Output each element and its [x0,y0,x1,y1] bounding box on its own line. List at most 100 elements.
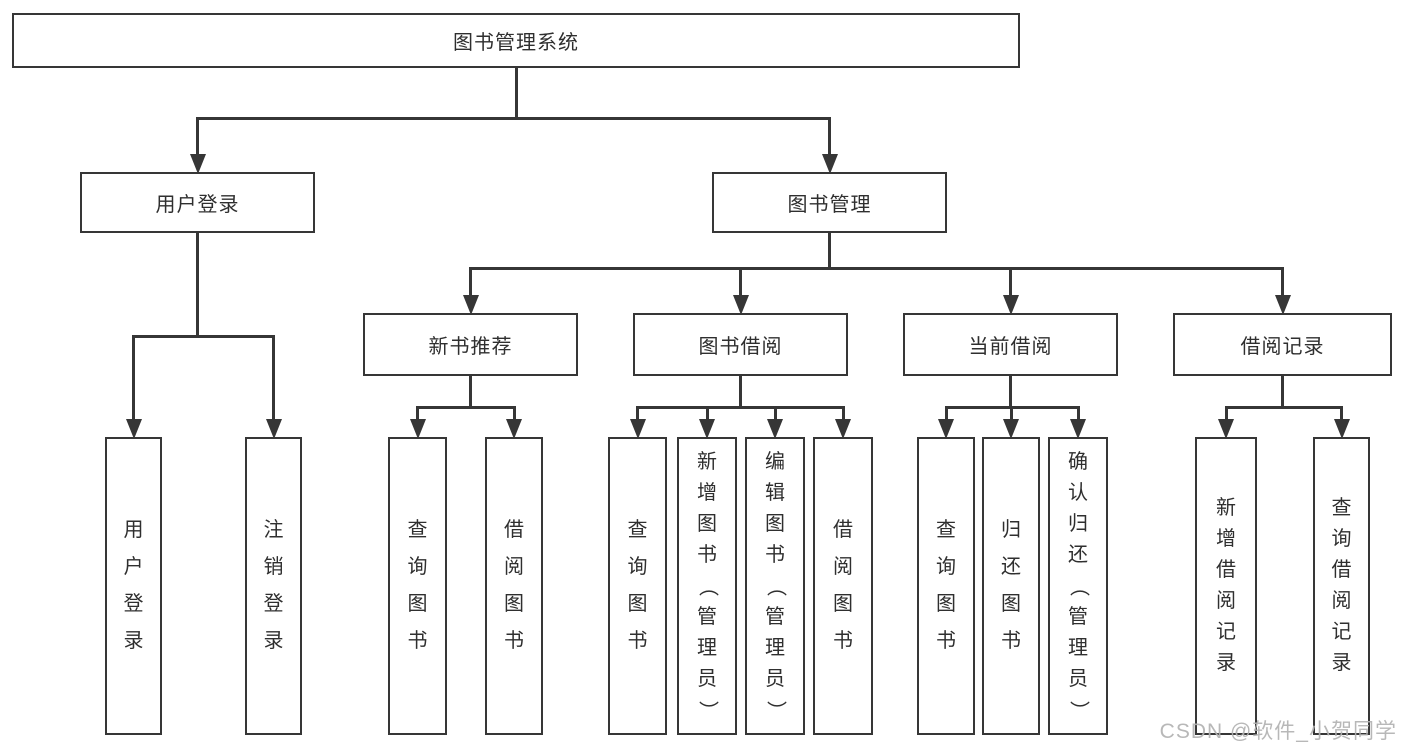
node-label-char: 归 [1001,519,1021,541]
node-label-char: 借 [1331,559,1352,581]
edge-drop [272,336,275,421]
node-v_bb_edit: 编辑图书（管理员） [745,437,805,735]
node-label-char: 认 [1068,481,1088,504]
edge-drop [196,118,199,156]
edge-drop [512,407,516,421]
node-label-char: 归 [1068,512,1088,535]
node-label-char: 记 [1331,621,1352,643]
node-v_logout: 注销登录 [245,437,302,735]
arrow-down-icon [506,419,522,439]
node-v_cb_query: 查询图书 [917,437,975,735]
node-label-char: 理 [765,636,785,659]
edge-bar [196,116,831,120]
edge-stem [514,68,518,118]
node-label-char: 员 [765,667,785,690]
node-label-char: 销 [263,556,284,578]
arrow-down-icon [629,419,646,439]
node-label-char: 新 [1216,497,1236,519]
edge-bar [416,405,516,409]
arrow-down-icon [1002,295,1019,315]
edge-stem [1009,376,1012,407]
edge-drop [773,407,777,421]
node-borrow: 图书借阅 [633,313,848,376]
node-label-char: 员 [697,667,717,690]
node-label-char: 增 [697,481,717,504]
edge-drop [1009,268,1012,297]
node-label-char: 图 [833,593,853,615]
node-label-char: 新 [697,450,717,473]
node-label-char: （ [1067,576,1090,596]
node-label-char: 管 [697,605,717,628]
node-label-char: 阅 [833,556,853,578]
node-v_bb_query: 查询图书 [608,437,667,735]
node-label-char: ） [764,700,787,720]
node-label-char: 还 [1001,556,1021,578]
node-label-char: 借 [833,519,853,541]
edge-drop [841,407,845,421]
edge-bar [636,405,845,409]
edge-drop [1076,407,1080,421]
arrow-down-icon [767,419,783,439]
node-label-char: 图 [627,593,648,615]
arrow-down-icon [835,419,851,439]
arrow-down-icon [1003,419,1019,439]
node-records: 借阅记录 [1173,313,1392,376]
node-label-char: ） [696,700,719,720]
node-label-char: 书 [627,630,648,652]
edge-bar [132,334,275,338]
node-label-char: 理 [697,636,717,659]
node-label-char: 查 [407,519,428,541]
arrow-down-icon [821,154,838,174]
node-label-char: 户 [123,556,144,578]
node-label-char: 阅 [504,556,524,578]
arrow-down-icon [699,419,715,439]
node-user_login: 用户登录 [80,172,315,233]
node-label-char: 员 [1068,667,1088,690]
node-label-char: 图 [1001,593,1021,615]
node-label-char: 录 [1331,652,1352,674]
node-label-char: 增 [1216,528,1236,550]
node-label-char: 注 [263,519,284,541]
arrow-down-icon [462,295,479,315]
arrow-down-icon [732,295,749,315]
node-label-char: 书 [833,630,853,652]
node-label-char: 查 [936,519,956,541]
edge-drop [1009,407,1013,421]
arrow-down-icon [409,419,426,439]
node-label-char: 图 [504,593,524,615]
edge-drop [1281,268,1284,297]
node-label-char: 理 [1068,636,1088,659]
node-label-char: 登 [123,593,144,615]
node-label-char: 询 [627,556,648,578]
edge-drop [828,118,831,156]
edge-drop [739,268,742,297]
node-new_rec: 新书推荐 [363,313,578,376]
node-label-char: 借 [504,519,524,541]
arrow-down-icon [1218,419,1234,439]
arrow-down-icon [1333,419,1350,439]
arrow-down-icon [265,419,282,439]
node-v_bb_add: 新增图书（管理员） [677,437,737,735]
edge-bar [1224,405,1343,409]
node-label-char: 阅 [1331,590,1352,612]
edge-stem [469,376,472,407]
edge-stem [196,233,199,336]
node-label-char: 书 [1001,630,1021,652]
node-label-char: 辑 [765,481,785,504]
node-v_user_login: 用户登录 [105,437,162,735]
node-label-char: 书 [504,630,524,652]
node-label-char: 录 [123,630,144,652]
node-book_mgmt: 图书管理 [712,172,947,233]
node-label-char: 还 [1068,543,1088,566]
arrow-down-icon [1070,419,1086,439]
node-label-char: 查 [1331,497,1352,519]
node-label-char: （ [696,576,719,596]
edge-drop [705,407,709,421]
node-v_r_add: 新增借阅记录 [1195,437,1257,735]
arrow-down-icon [189,154,206,174]
node-label-char: 图 [936,593,956,615]
node-label-char: 书 [697,543,717,566]
node-v_r_query: 查询借阅记录 [1313,437,1370,735]
node-root: 图书管理系统 [12,13,1020,68]
